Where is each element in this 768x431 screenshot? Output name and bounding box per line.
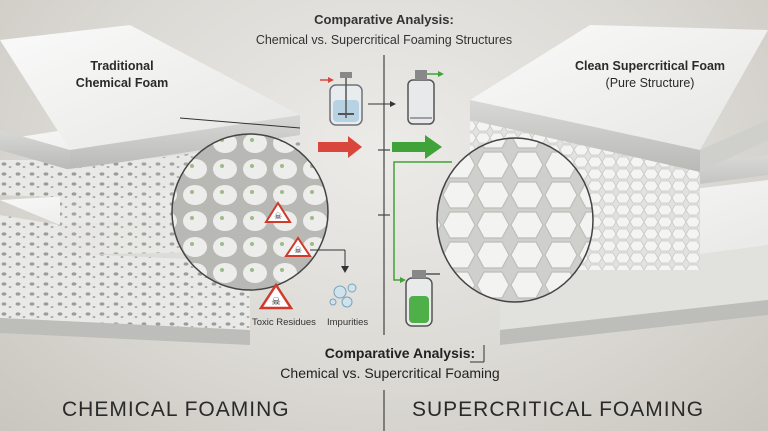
chemical-foam-label-line2: Chemical Foam [75,76,169,90]
chemical-foam-label-line1: Traditional [90,59,154,73]
chemical-foam-label: Traditional Chemical Foam [62,58,182,92]
chemical-process-arrow [318,136,362,158]
supercritical-foam-label-line1: Clean Supercritical Foam [574,59,726,73]
footer-subtitle: Chemical vs. Supercritical Foaming [280,365,500,381]
impurity-bubbles-icon [329,283,357,308]
biohazard-warning-icon: ☠ [284,236,312,257]
svg-text:☠: ☠ [294,246,302,256]
footer-title: Comparative Analysis: [324,345,476,361]
supercritical-foam-label: Clean Supercritical Foam (Pure Structure… [560,58,740,92]
svg-text:☠: ☠ [274,212,282,222]
supercritical-process-arrow [392,135,442,159]
toxic-residue-icon: ☠ [258,282,294,310]
impurities-label: Impurities [327,317,369,328]
supercritical-foam-magnifier [436,137,594,303]
reactor-vessel-icon [320,72,363,126]
biohazard-warning-icon: ☠ [264,201,292,223]
supercritical-foam-label-line2: (Pure Structure) [605,76,695,90]
chemical-foaming-heading: CHEMICAL FOAMING [62,398,290,421]
page-title: Comparative Analysis: [314,12,454,27]
pressure-vessel-icon [407,70,444,125]
supercritical-foaming-heading: SUPERCRITICAL FOAMING [412,398,705,421]
toxic-residues-label: Toxic Residues [252,317,316,328]
green-liquid-vessel-icon [405,270,440,327]
svg-text:☠: ☠ [271,295,281,308]
page-subtitle: Chemical vs. Supercritical Foaming Struc… [255,33,513,47]
chemical-foam-magnifier: ☠ ☠ [171,117,349,291]
